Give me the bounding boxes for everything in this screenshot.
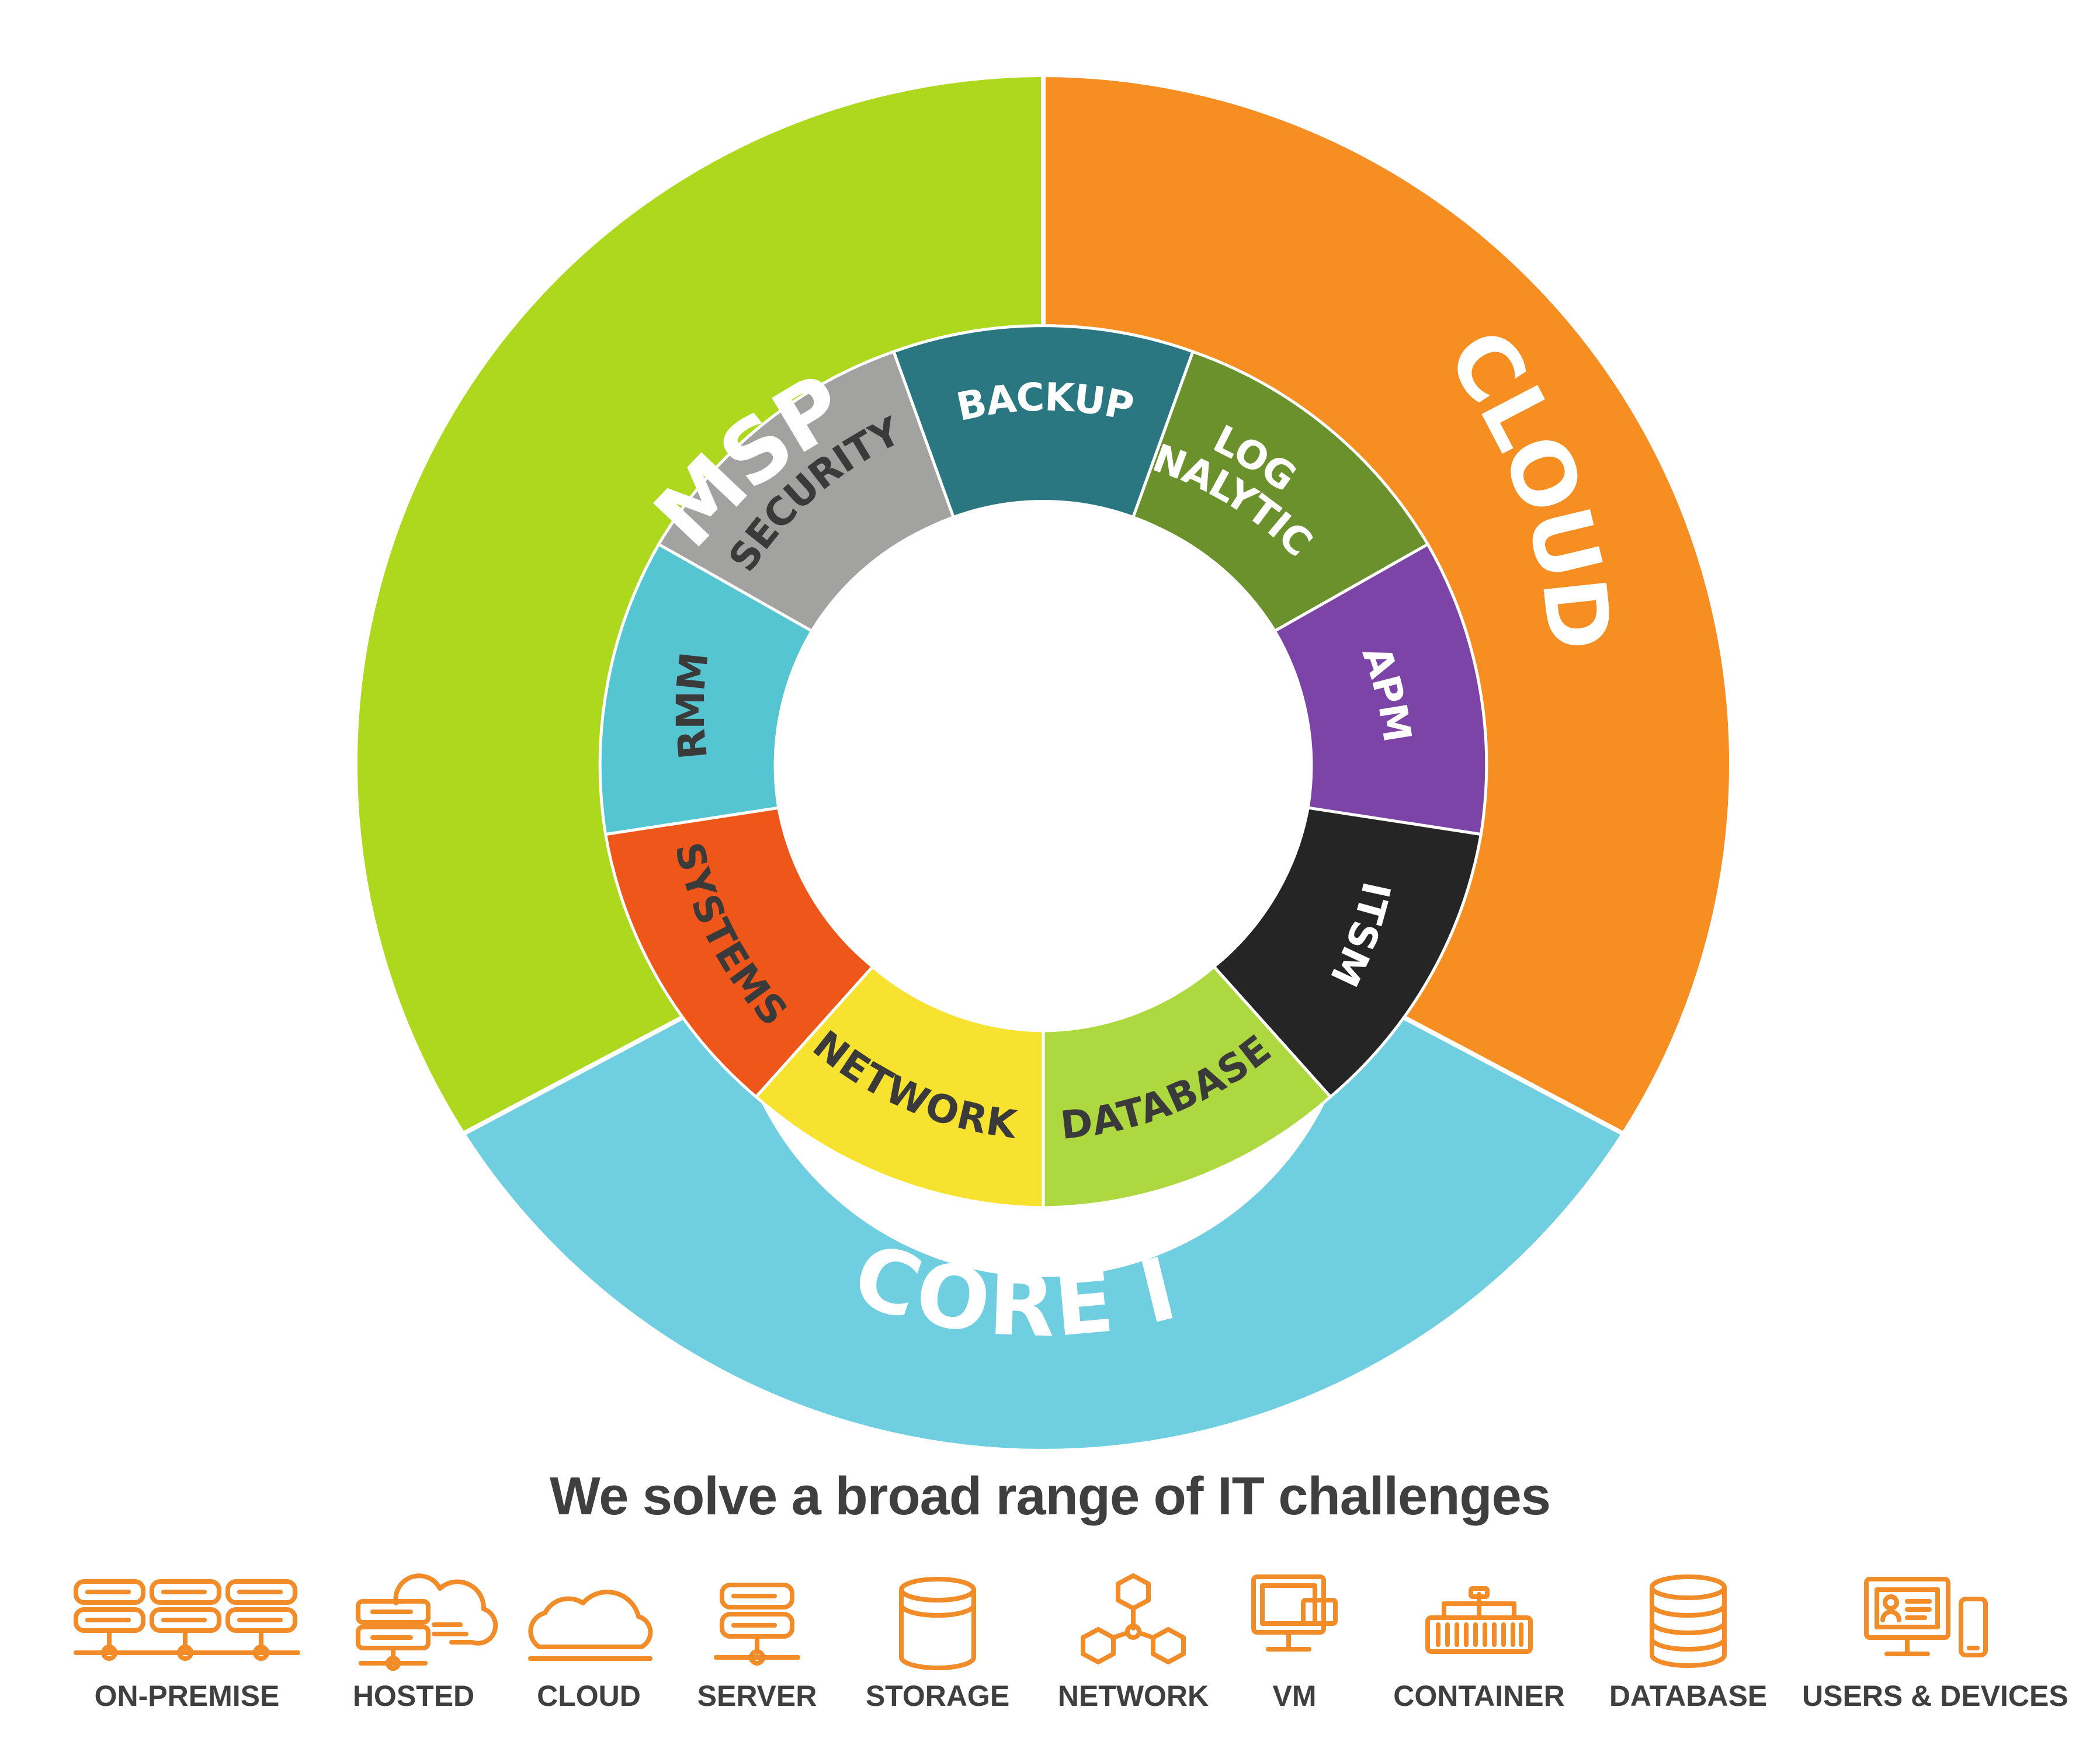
env-cloud: CLOUD: [466, 1571, 711, 1734]
cloud-icon: [528, 1590, 653, 1661]
inner-segment-rmm[interactable]: [598, 542, 814, 836]
tagline: We solve a broad range of IT challenges: [550, 1466, 1551, 1526]
env-network: NETWORK: [1011, 1571, 1256, 1734]
env-on-premise: ON-PREMISE: [64, 1571, 310, 1734]
server-rack-icon: [74, 1579, 300, 1661]
inner-segment-apm[interactable]: [1272, 542, 1488, 836]
env-vm: VM: [1172, 1571, 1417, 1734]
env-container: CONTAINER: [1356, 1571, 1602, 1734]
env-users-devices: USERS & DEVICES: [1802, 1571, 2068, 1734]
env-label: STORAGE: [865, 1680, 1010, 1712]
hosted-server-icon: [356, 1573, 498, 1671]
users-devices-icon: [1864, 1577, 1988, 1657]
env-database: DATABASE: [1566, 1571, 1811, 1734]
inner-ring: [598, 324, 1488, 1209]
env-label: ON-PREMISE: [94, 1680, 280, 1712]
env-label: SERVER: [697, 1680, 817, 1712]
env-label: CONTAINER: [1393, 1680, 1565, 1712]
env-server: SERVER: [634, 1571, 880, 1734]
network-icon: [1081, 1573, 1186, 1664]
environment-icon-row: ON-PREMISE HOSTED CLOUD: [0, 1571, 2100, 1734]
inner-segment-network[interactable]: [754, 964, 1045, 1209]
inner-segment-itsm[interactable]: [1212, 806, 1483, 1099]
env-label: DATABASE: [1609, 1680, 1768, 1712]
env-label: USERS & DEVICES: [1802, 1680, 2068, 1712]
storage-icon: [899, 1577, 976, 1670]
inner-segment-database[interactable]: [1042, 964, 1333, 1209]
vm-icon: [1251, 1574, 1338, 1652]
database-icon: [1650, 1574, 1727, 1668]
ring-diagram: MSP CLOUD CORE IT BACKUP LOG ANALYTICS A…: [353, 72, 1734, 1454]
outer-ring: [353, 72, 1734, 1454]
container-icon: [1425, 1586, 1533, 1654]
center-hole: [779, 500, 1307, 1028]
env-label: NETWORK: [1057, 1680, 1209, 1712]
inner-segment-systems[interactable]: [603, 806, 875, 1099]
server-icon: [714, 1583, 800, 1666]
env-hosted: HOSTED: [291, 1571, 536, 1734]
env-storage: STORAGE: [815, 1571, 1060, 1734]
inner-label-rmm: RMM: [668, 650, 717, 761]
env-label: VM: [1272, 1680, 1317, 1712]
env-label: CLOUD: [537, 1680, 641, 1712]
inner-segment-security[interactable]: [657, 349, 956, 633]
env-label: HOSTED: [352, 1680, 475, 1712]
